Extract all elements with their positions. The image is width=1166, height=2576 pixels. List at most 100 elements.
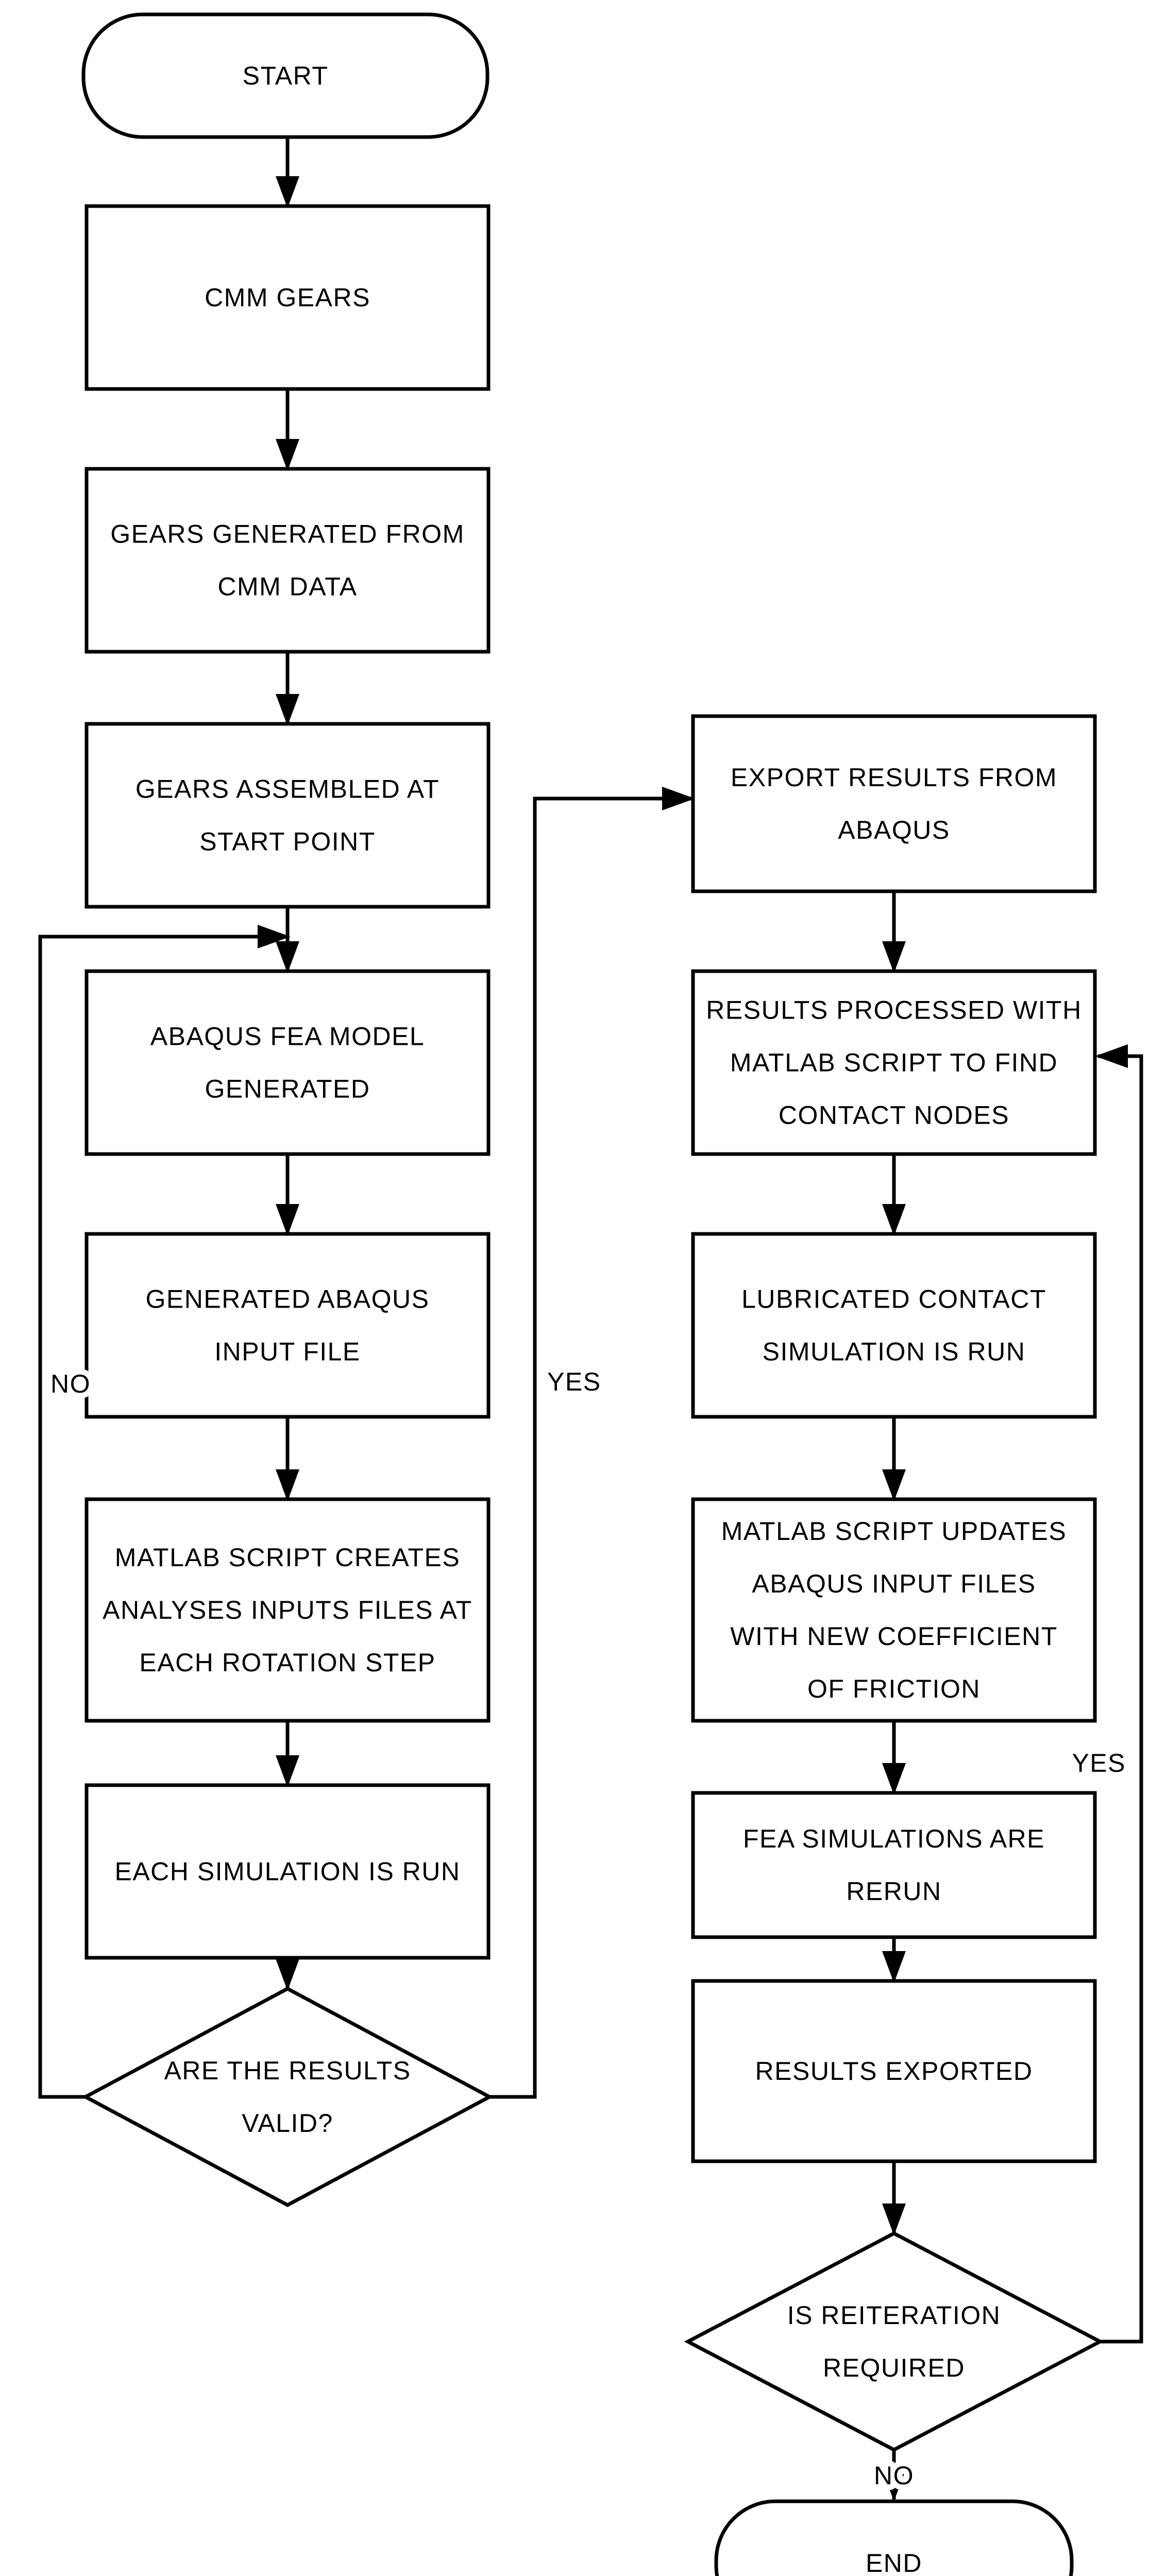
abaqus-fea-model-label-line1: ABAQUS FEA MODEL xyxy=(150,1022,425,1051)
matlab-creates-inputs-label-line1: MATLAB SCRIPT CREATES xyxy=(115,1543,461,1572)
edge-start-to-cmm-arrowhead-icon xyxy=(276,176,299,208)
edge-processed-to-lubricated-arrowhead-icon xyxy=(882,1204,906,1236)
edge-abaqus-to-inputfile-arrowhead-icon xyxy=(276,1204,299,1236)
edge-exported-to-reiteration-arrowhead-icon xyxy=(882,2204,906,2235)
reiteration-required-label-line2: REQUIRED xyxy=(823,2353,965,2382)
generated-input-file-process-shape xyxy=(85,1232,491,1419)
results-valid-label-line2: VALID? xyxy=(242,2109,333,2138)
edge-processed-to-lubricated xyxy=(882,1154,906,1236)
edge-yes-to-export-label: YES xyxy=(547,1367,601,1396)
cmm-gears-label-line1: CMM GEARS xyxy=(205,283,370,312)
lubricated-contact-label-line1: LUBRICATED CONTACT xyxy=(741,1285,1046,1314)
generated-input-file-label-line1: GENERATED ABAQUS xyxy=(146,1285,430,1314)
results-processed-label-line2: MATLAB SCRIPT TO FIND xyxy=(730,1048,1058,1077)
edge-updates-to-rerun xyxy=(882,1721,906,1795)
matlab-updates-inputs-label-line2: ABAQUS INPUT FILES xyxy=(752,1569,1036,1598)
gears-generated-label-line2: CMM DATA xyxy=(217,572,357,601)
results-valid-diamond-shape xyxy=(81,1987,494,2207)
fea-rerun-label-line1: FEA SIMULATIONS ARE xyxy=(743,1824,1045,1853)
generated-input-file-label-line2: INPUT FILE xyxy=(214,1337,361,1366)
edge-matlab-to-eachsim xyxy=(276,1721,299,1787)
edge-lubricated-to-updates-arrowhead-icon xyxy=(882,1469,906,1501)
node-cmm-gears: CMM GEARS xyxy=(85,204,491,391)
edge-start-to-cmm xyxy=(276,137,299,208)
node-start: START xyxy=(81,12,489,139)
matlab-creates-inputs-label-line2: ANALYSES INPUTS FILES AT xyxy=(103,1596,472,1624)
edge-no-loop-return-label: NO xyxy=(50,1369,91,1398)
results-exported-label-line1: RESULTS EXPORTED xyxy=(755,2057,1033,2086)
fea-rerun-process-shape xyxy=(691,1791,1097,1939)
node-lubricated-contact: LUBRICATED CONTACT SIMULATION IS RUN xyxy=(691,1232,1097,1419)
export-results-process-shape xyxy=(691,714,1097,893)
matlab-updates-inputs-label-line3: WITH NEW COEFFICIENT xyxy=(730,1622,1058,1651)
edge-no-loop-return-arrowhead-icon xyxy=(258,925,291,948)
each-simulation-run-label-line1: EACH SIMULATION IS RUN xyxy=(114,1857,460,1886)
edge-no-to-end-label: NO xyxy=(874,2461,914,2490)
edge-generated-to-assembled xyxy=(276,652,299,726)
edge-inputfile-to-matlab xyxy=(276,1417,299,1501)
each-simulation-run-process-shape xyxy=(85,1783,491,1960)
edge-cmm-to-generated xyxy=(276,389,299,471)
abaqus-fea-model-process-shape xyxy=(85,969,491,1156)
start-terminator-shape xyxy=(81,12,489,139)
edge-exported-to-reiteration xyxy=(882,2161,906,2235)
edge-export-to-processed-arrowhead-icon xyxy=(882,941,906,973)
edge-lubricated-to-updates xyxy=(882,1417,906,1501)
node-matlab-creates-inputs: MATLAB SCRIPT CREATES ANALYSES INPUTS FIL… xyxy=(85,1497,491,1723)
gears-assembled-label-line1: GEARS ASSEMBLED AT xyxy=(136,775,440,804)
edge-eachsim-to-valid-arrowhead-icon xyxy=(276,1959,299,1991)
edge-eachsim-to-valid xyxy=(276,1958,299,1991)
export-results-label-line2: ABAQUS xyxy=(838,816,950,844)
matlab-updates-inputs-label-line4: OF FRICTION xyxy=(807,1674,981,1703)
edge-rerun-to-exported xyxy=(882,1937,906,1983)
edge-updates-to-rerun-arrowhead-icon xyxy=(882,1763,906,1795)
matlab-creates-inputs-label-line3: EACH ROTATION STEP xyxy=(139,1648,435,1677)
node-matlab-updates-inputs: MATLAB SCRIPT UPDATES ABAQUS INPUT FILES W… xyxy=(691,1497,1097,1723)
edge-assembled-to-abaqus-arrowhead-icon xyxy=(276,941,299,973)
edge-no-loop-return-line xyxy=(38,935,288,2099)
export-results-label-line1: EXPORT RESULTS FROM xyxy=(731,763,1057,792)
edge-abaqus-to-inputfile xyxy=(276,1154,299,1236)
reiteration-required-label-line1: IS REITERATION xyxy=(787,2301,1001,2330)
gears-generated-process-shape xyxy=(85,467,491,654)
node-abaqus-fea-model: ABAQUS FEA MODEL GENERATED xyxy=(85,969,491,1156)
node-results-processed: RESULTS PROCESSED WITH MATLAB SCRIPT TO F… xyxy=(691,969,1097,1156)
gears-assembled-label-line2: START POINT xyxy=(199,827,376,856)
node-reiteration-required: IS REITERATION REQUIRED xyxy=(684,2231,1104,2452)
edge-no-to-end-arrowhead-icon xyxy=(882,2469,906,2501)
edge-cmm-to-generated-arrowhead-icon xyxy=(276,439,299,471)
node-gears-assembled: GEARS ASSEMBLED AT START POINT xyxy=(85,722,491,909)
edge-yes-to-export: YES xyxy=(489,787,695,2099)
lubricated-contact-process-shape xyxy=(691,1232,1097,1419)
edge-yes-reiteration-loop: YES xyxy=(1066,1044,1143,2344)
node-end: END xyxy=(714,2499,1074,2576)
abaqus-fea-model-label-line2: GENERATED xyxy=(205,1075,370,1104)
lubricated-contact-label-line2: SIMULATION IS RUN xyxy=(763,1337,1026,1366)
edge-generated-to-assembled-arrowhead-icon xyxy=(276,694,299,726)
node-generated-input-file: GENERATED ABAQUS INPUT FILE xyxy=(85,1232,491,1419)
edge-yes-reiteration-loop-line xyxy=(1098,1054,1143,2344)
start-label-line1: START xyxy=(243,61,329,90)
edge-no-loop-return: NO xyxy=(38,925,291,2099)
edge-no-to-end: NO xyxy=(868,2450,919,2501)
edge-matlab-to-eachsim-arrowhead-icon xyxy=(276,1755,299,1787)
node-each-simulation-run: EACH SIMULATION IS RUN xyxy=(85,1783,491,1960)
edge-yes-reiteration-loop-label: YES xyxy=(1072,1749,1126,1777)
edge-rerun-to-exported-arrowhead-icon xyxy=(882,1951,906,1983)
cmm-gears-process-shape xyxy=(85,204,491,391)
results-processed-label-line3: CONTACT NODES xyxy=(779,1101,1009,1130)
results-processed-label-line1: RESULTS PROCESSED WITH xyxy=(706,996,1081,1025)
edge-export-to-processed xyxy=(882,891,906,973)
reiteration-required-diamond-shape xyxy=(684,2231,1104,2452)
edge-assembled-to-abaqus xyxy=(276,907,299,973)
edge-yes-to-export-arrowhead-icon xyxy=(662,787,695,810)
gears-assembled-process-shape xyxy=(85,722,491,909)
matlab-updates-inputs-label-line1: MATLAB SCRIPT UPDATES xyxy=(721,1517,1067,1546)
edge-yes-to-export-line xyxy=(489,796,692,2099)
results-valid-label-line1: ARE THE RESULTS xyxy=(164,2056,411,2085)
edge-inputfile-to-matlab-arrowhead-icon xyxy=(276,1469,299,1501)
edge-yes-reiteration-loop-arrowhead-icon xyxy=(1095,1044,1128,1068)
end-label-line1: END xyxy=(866,2549,922,2576)
